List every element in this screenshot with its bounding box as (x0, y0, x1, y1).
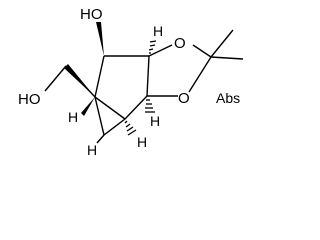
label-h-top-ring: H (153, 23, 163, 39)
hash-bond-bottom-h (145, 99, 155, 113)
bond-bottom-h (96, 134, 105, 144)
label-ho-top: HO (80, 6, 103, 23)
label-h-bottom-left: H (87, 142, 97, 158)
label-h-cyclopropane-left: H (68, 109, 78, 125)
label-ho-left: HO (18, 91, 41, 108)
label-h-cyclopropane-right: H (137, 134, 147, 150)
wedge-bond-ch2 (64, 64, 95, 97)
hash-bond-cyclopropane-h (124, 120, 137, 136)
molecule-svg: HO HO O O Abs H H H H H (18, 6, 244, 158)
label-o-lower-ring: O (178, 90, 190, 107)
label-abs-flag: Abs (216, 90, 240, 106)
hash-bond-top-h (148, 40, 157, 54)
wedge-bond-oh (96, 22, 104, 56)
label-h-bottom-ring: H (150, 113, 160, 129)
molecule-structure-diagram: HO HO O O Abs H H H H H (18, 6, 244, 158)
wedge-bond-cyclopropane-left-h (81, 97, 95, 116)
label-o-upper-ring: O (174, 35, 186, 52)
